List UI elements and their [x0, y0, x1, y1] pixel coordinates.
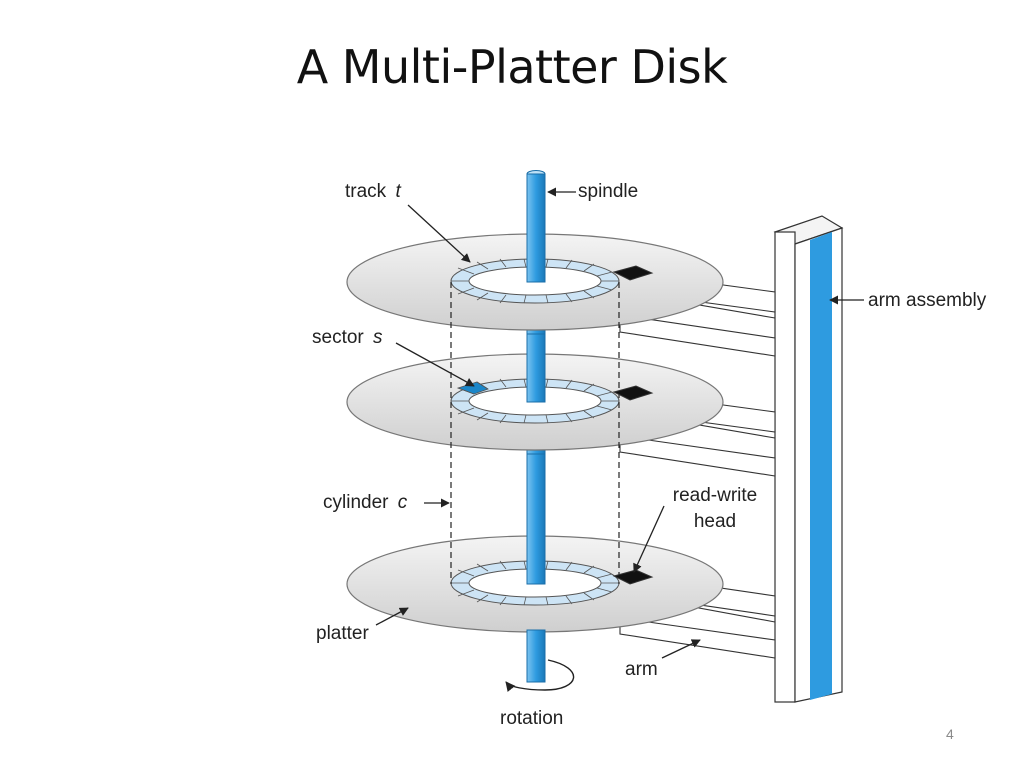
arm-assembly-column — [773, 215, 844, 703]
leader-arrows — [375, 187, 864, 659]
platter-2 — [346, 333, 724, 451]
label-spindle: spindle — [578, 181, 638, 202]
label-rotation: rotation — [500, 708, 563, 729]
rotation-arrow — [505, 659, 575, 692]
label-cylinder: cylinder c — [323, 492, 408, 513]
label-read-write-line1: read-write — [673, 485, 757, 506]
platter-1 — [346, 173, 724, 331]
label-sector: sector s — [312, 327, 383, 348]
platter-3 — [346, 453, 724, 683]
label-platter: platter — [316, 623, 369, 644]
label-arm: arm — [625, 659, 658, 680]
label-arm-assembly: arm assembly — [868, 290, 987, 311]
slide-title: A Multi-Platter Disk — [296, 40, 728, 94]
page-number: 4 — [946, 726, 954, 742]
read-write-heads — [612, 265, 654, 585]
label-track: track t — [345, 181, 401, 202]
cylinder-outline — [450, 282, 620, 584]
label-read-write-line2: head — [694, 511, 736, 532]
